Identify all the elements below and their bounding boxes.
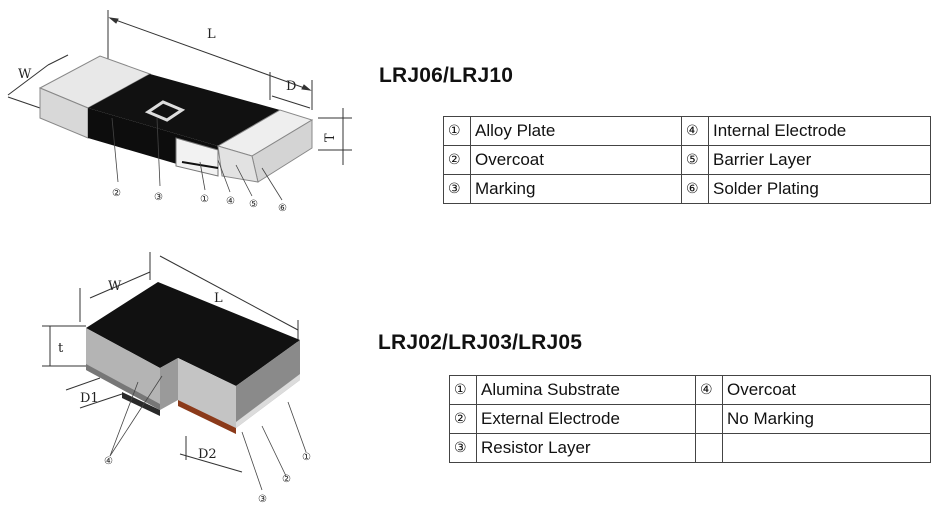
bottom-section-title: LRJ02/LRJ03/LRJ05 <box>378 331 583 354</box>
legend-num: ① <box>449 375 477 405</box>
dimension-w <box>7 54 69 109</box>
legend-num: ⑤ <box>681 145 709 175</box>
legend-label: Overcoat <box>470 145 682 175</box>
bottom-callout-4: ④ <box>104 456 113 467</box>
bottom-legend-table: ① Alumina Substrate ④ Overcoat ② Externa… <box>449 375 931 463</box>
bottom-callout-2: ② <box>282 474 291 485</box>
dimension-t2 <box>42 325 86 367</box>
legend-num <box>695 433 723 463</box>
dimension-w2-label: W <box>108 279 122 294</box>
legend-label: Barrier Layer <box>708 145 931 175</box>
bottom-resistor-diagram: W L t D1 D2 <box>42 252 311 505</box>
legend-label <box>722 433 931 463</box>
dimension-d1 <box>65 377 123 409</box>
legend-num: ④ <box>681 116 709 146</box>
legend-label: Alloy Plate <box>470 116 682 146</box>
table-row: ① Alloy Plate ④ Internal Electrode <box>443 116 931 146</box>
bottom-callout-lines <box>109 375 307 491</box>
dimension-w2 <box>79 252 151 322</box>
legend-label: No Marking <box>722 404 931 434</box>
top-callout-5: ⑤ <box>249 199 258 210</box>
dimension-t <box>318 108 352 165</box>
legend-num: ③ <box>443 174 471 204</box>
bottom-chip-body <box>86 282 300 434</box>
table-row: ② External Electrode No Marking <box>449 404 931 434</box>
bottom-callout-3: ③ <box>258 494 267 505</box>
top-section-title: LRJ06/LRJ10 <box>379 64 514 87</box>
dimension-d2-label: D2 <box>198 447 217 462</box>
legend-num: ① <box>443 116 471 146</box>
top-callout-lines <box>111 117 283 201</box>
top-legend-table: ① Alloy Plate ④ Internal Electrode ② Ove… <box>443 116 931 204</box>
dimension-w-label: W <box>18 67 32 82</box>
legend-num: ④ <box>695 375 723 405</box>
top-callout-4: ④ <box>226 196 235 207</box>
table-row: ② Overcoat ⑤ Barrier Layer <box>443 145 931 175</box>
legend-label: Solder Plating <box>708 174 931 204</box>
dimension-t2-label: t <box>58 341 64 356</box>
legend-label: Overcoat <box>722 375 931 405</box>
dimension-d <box>269 72 311 109</box>
table-row: ③ Marking ⑥ Solder Plating <box>443 174 931 204</box>
dimension-t-label: T <box>323 133 338 142</box>
legend-num: ② <box>443 145 471 175</box>
legend-label: Internal Electrode <box>708 116 931 146</box>
top-callout-3: ③ <box>154 192 163 203</box>
dimension-d-label: D <box>286 79 296 94</box>
table-row: ① Alumina Substrate ④ Overcoat <box>449 375 931 405</box>
top-chip-body <box>38 55 314 183</box>
dimension-d2 <box>179 436 243 473</box>
top-callout-6: ⑥ <box>278 203 287 214</box>
legend-num: ⑥ <box>681 174 709 204</box>
legend-num: ② <box>449 404 477 434</box>
top-resistor-diagram: L W D T <box>7 10 352 214</box>
legend-num: ③ <box>449 433 477 463</box>
legend-num <box>695 404 723 434</box>
dimension-l2-label: L <box>214 291 223 306</box>
bottom-callout-1: ① <box>302 452 311 463</box>
legend-label: External Electrode <box>476 404 696 434</box>
top-callout-1: ① <box>200 194 209 205</box>
dimension-l-label: L <box>207 27 216 42</box>
dimension-d1-label: D1 <box>80 391 99 406</box>
legend-label: Resistor Layer <box>476 433 696 463</box>
legend-label: Alumina Substrate <box>476 375 696 405</box>
legend-label: Marking <box>470 174 682 204</box>
top-callout-2: ② <box>112 188 121 199</box>
dimension-l <box>107 10 313 110</box>
table-row: ③ Resistor Layer <box>449 433 931 463</box>
